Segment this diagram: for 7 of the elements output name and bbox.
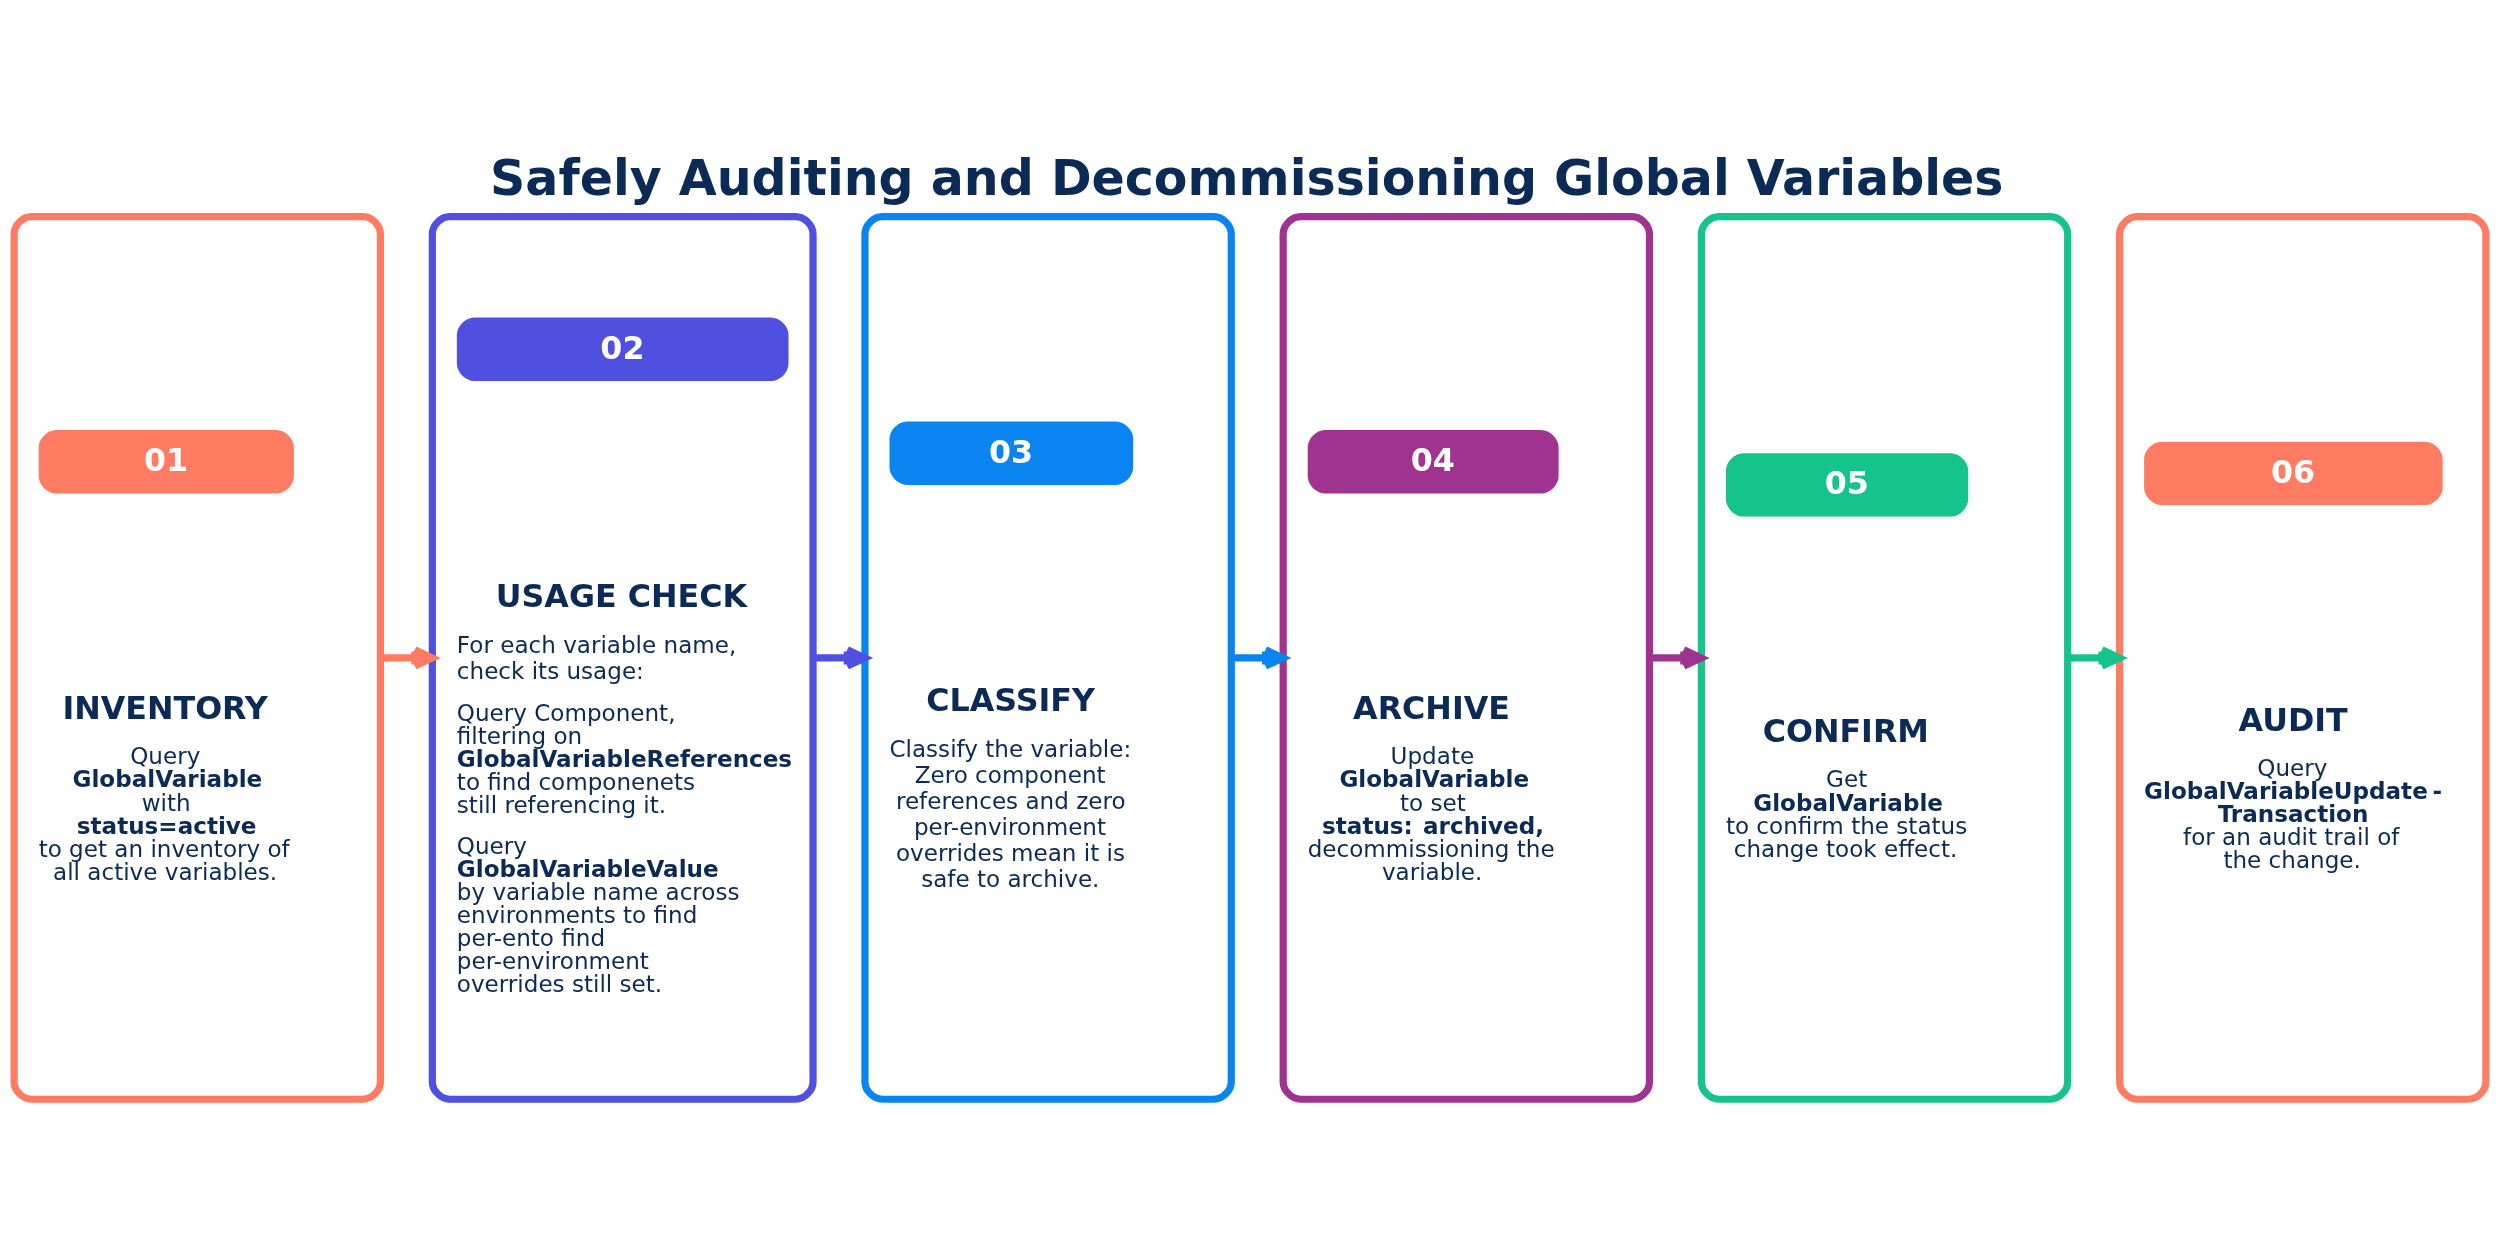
node-box: 02 USAGE CHECK For each variable name, check its usage: Query Component, filtering on GlobalVariableReferences to find componenets still referencing it. Query GlobalVariableValue by variable name across environments to find per-ento find per-environment overrides still set.	[428, 212, 817, 1103]
node-box: 03 CLASSIFY Classify the variable: Zero component references and zero per-environment overrides mean it is safe to archive.	[861, 212, 1235, 1103]
node-box: 06 AUDIT Query GlobalVariableUpdate - Transaction for an audit trail of the change.	[2116, 212, 2490, 1103]
node-box: 04 ARCHIVE Update GlobalVariable to set status: archived, decommissioning the variable.	[1279, 212, 1654, 1103]
diagram-title: Safely Auditing and Decommissioning Global Variables	[490, 148, 2004, 207]
node-box: 01 INVENTORY Query GlobalVariable with status=active to get an inventory of all active variables.	[10, 212, 384, 1103]
node-box: 05 CONFIRM Get GlobalVariable to confirm the status change took effect.	[1697, 212, 2072, 1103]
